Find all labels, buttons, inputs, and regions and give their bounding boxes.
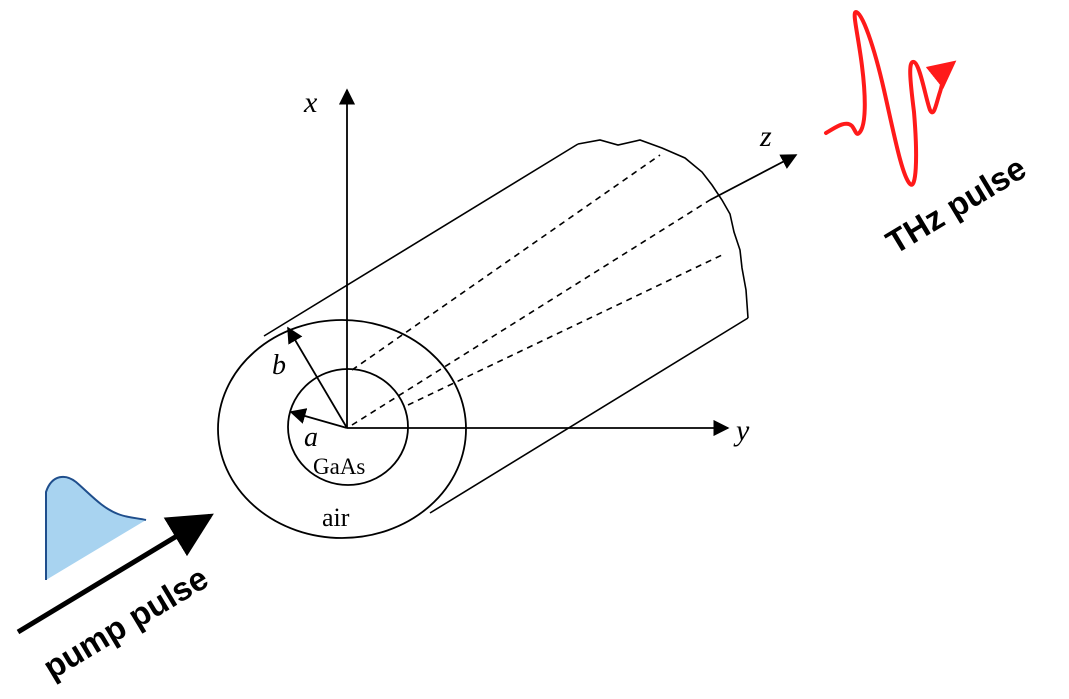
cladding-material-label: air [322, 503, 350, 532]
thz-pulse-waveform [824, 10, 957, 187]
radius-a-arrow [289, 408, 348, 429]
core-dashed-line-bottom [407, 254, 723, 406]
inner-circle [287, 368, 409, 486]
z-axis [709, 154, 798, 201]
core-material-label: GaAs [313, 454, 365, 479]
cylinder-broken-end [577, 139, 749, 319]
cylinder-top-edge [263, 143, 579, 337]
core-dashed-line-center [351, 199, 711, 426]
pump-pulse-outline [45, 475, 147, 580]
x-axis-label: x [303, 86, 318, 119]
core-dashed-line-top [351, 154, 661, 371]
cylinder-bottom-edge [429, 317, 749, 514]
radius-b-arrow [287, 326, 348, 429]
z-axis-label: z [759, 120, 772, 153]
pump-arrow [16, 513, 214, 635]
radius-a-label: a [304, 422, 318, 453]
pump-pulse-label: pump pulse [37, 559, 215, 686]
radius-b-label: b [272, 350, 286, 381]
pump-pulse-shape [46, 476, 146, 580]
y-axis-label: y [733, 414, 750, 447]
